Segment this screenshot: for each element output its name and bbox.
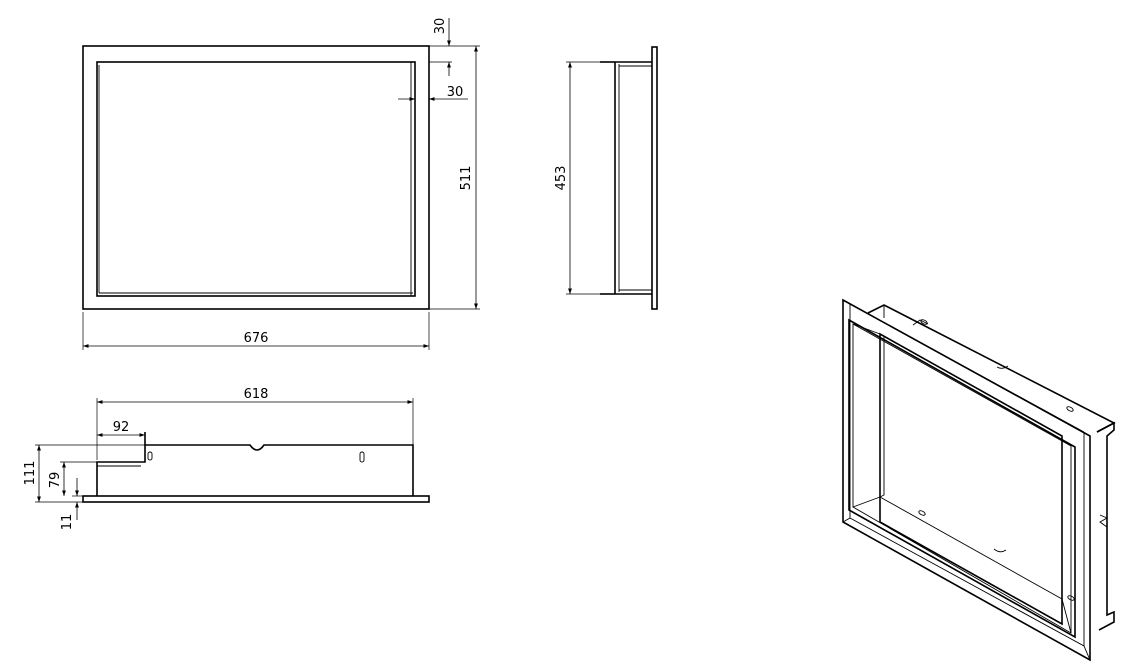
height-dimension-label: 511 — [459, 166, 474, 191]
top-box-left-side — [96, 432, 146, 496]
width-dimension-label: 676 — [244, 331, 269, 346]
side-front-flange — [651, 46, 658, 310]
total-height-dimension-label: 111 — [23, 461, 38, 486]
frame-top-dimension-label: 30 — [433, 18, 448, 35]
iso-slot-1 — [920, 319, 928, 325]
mounting-slot-left — [147, 451, 153, 461]
side-view: 453 — [554, 46, 658, 310]
iso-inner-recess — [879, 332, 1063, 626]
top-view: 618 92 111 79 11 — [23, 387, 430, 531]
iso-frame-face — [848, 318, 1076, 639]
top-front-flange — [82, 495, 430, 503]
front-outer-frame — [82, 45, 430, 310]
front-inner-opening — [96, 61, 416, 297]
iso-slot-3 — [918, 510, 926, 516]
flange-dimension-label: 11 — [60, 514, 75, 531]
depth-width-dimension-label: 618 — [244, 387, 269, 402]
box-height-dimension-label: 79 — [48, 472, 63, 489]
offset-dimension-label: 92 — [113, 420, 130, 435]
iso-slot-4 — [1067, 595, 1075, 601]
isometric-view — [842, 298, 1116, 662]
front-view: 676 511 30 30 — [82, 18, 480, 350]
iso-slot-2 — [1066, 406, 1074, 412]
top-box-back-edge — [145, 444, 414, 496]
mounting-slot-right — [359, 451, 365, 463]
iso-notch — [993, 548, 1007, 553]
inner-height-dimension-label: 453 — [554, 166, 569, 191]
frame-side-dimension-label: 30 — [447, 85, 464, 100]
